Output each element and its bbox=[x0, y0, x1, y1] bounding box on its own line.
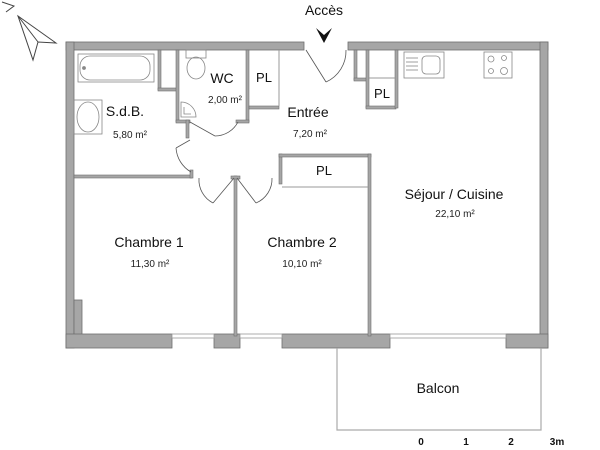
room-area-wc: 2,00 m² bbox=[208, 95, 242, 106]
scale-tick-2: 2 bbox=[508, 437, 514, 448]
room-name-sejour: Séjour / Cuisine bbox=[404, 186, 504, 202]
doors bbox=[175, 49, 347, 204]
room-name-chambre1: Chambre 1 bbox=[114, 234, 184, 250]
cooktop-icon bbox=[483, 51, 513, 79]
room-name-chambre2: Chambre 2 bbox=[267, 234, 337, 250]
interior-walls bbox=[73, 49, 399, 337]
closet-lines bbox=[278, 50, 395, 188]
room-area-sdb: 5,80 m² bbox=[113, 130, 147, 141]
bathtub-icon bbox=[77, 53, 155, 83]
closet-label-entree-bottom: PL bbox=[316, 163, 332, 178]
scale-tick-0: 0 bbox=[418, 437, 424, 448]
kitchen-sink-icon bbox=[403, 51, 445, 79]
toilet-icon bbox=[185, 49, 207, 80]
room-name-sdb: S.d.B. bbox=[105, 103, 145, 119]
room-area-chambre1: 11,30 m² bbox=[130, 259, 170, 270]
closet-label-entree-top: PL bbox=[256, 70, 272, 85]
sink-icon bbox=[73, 99, 103, 135]
room-name-entree: Entrée bbox=[287, 104, 329, 120]
balcony-outline bbox=[336, 348, 542, 431]
room-name-balcon: Balcon bbox=[416, 380, 460, 396]
room-area-sejour: 22,10 m² bbox=[435, 209, 475, 220]
closet-label-kitchen: PL bbox=[374, 86, 390, 101]
room-area-chambre2: 10,10 m² bbox=[282, 259, 322, 270]
north-arrow-icon bbox=[1, 1, 58, 62]
shower-corner-icon bbox=[180, 101, 197, 118]
access-label: Accès bbox=[304, 2, 344, 18]
scale-tick-3m: 3m bbox=[549, 437, 565, 448]
entrance-arrow-icon bbox=[316, 28, 332, 43]
exterior-walls bbox=[65, 41, 549, 349]
room-area-entree: 7,20 m² bbox=[293, 129, 327, 140]
room-name-wc: WC bbox=[210, 70, 234, 86]
scale-tick-1: 1 bbox=[463, 437, 469, 448]
windows bbox=[171, 333, 507, 339]
